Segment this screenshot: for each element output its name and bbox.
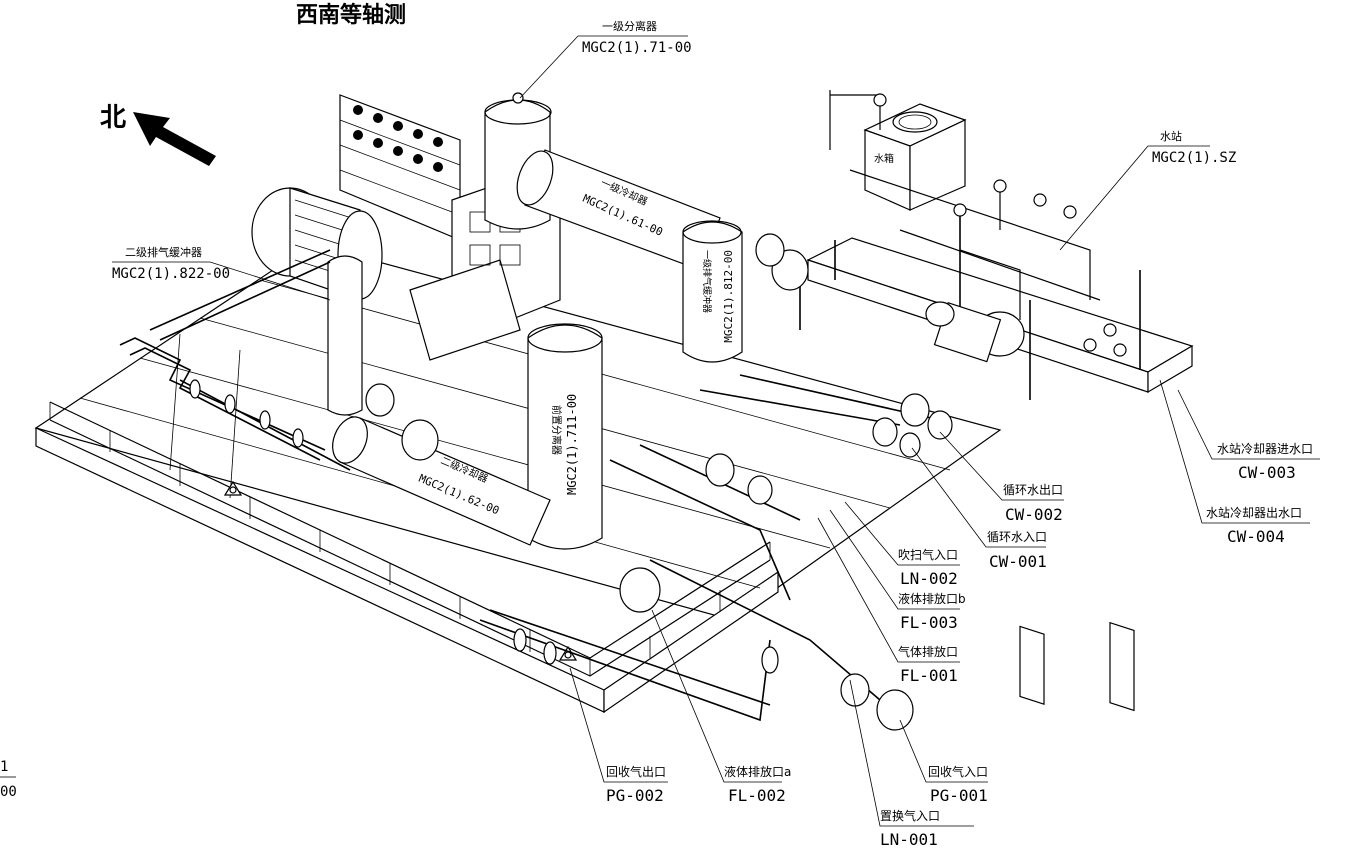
callout-name: 循环水入口 <box>987 530 1047 544</box>
callout-water-station: 水站 MGC2(1).SZ <box>1152 129 1236 166</box>
callout-code: MGC2(1).71-00 <box>582 40 692 56</box>
callout-code: CW-001 <box>989 552 1047 571</box>
callout-replace-in: 置换气入口 LN-001 <box>880 808 940 849</box>
callout-name: 一级分离器 <box>602 19 657 33</box>
callout-code: MGC2(1).822-00 <box>112 266 230 282</box>
callout-name: 水站冷却器出水口 <box>1206 506 1302 520</box>
callout-code: CW-004 <box>1227 527 1285 546</box>
callout-code: LN-001 <box>880 830 938 849</box>
callout-code: CW-002 <box>1005 505 1063 524</box>
callout-ws-cooler-out: 水站冷却器出水口 CW-004 <box>1206 506 1302 546</box>
edge-line1: 1 <box>0 759 8 775</box>
instrument-rack <box>339 94 461 241</box>
stage1-buffer: 一级排气缓冲器 MGC2(1).812-00 <box>682 220 743 363</box>
north-label: 北 <box>100 103 126 133</box>
callout-name: 水站 <box>1160 129 1182 143</box>
callout-name: 二级排气缓冲器 <box>125 245 202 259</box>
callout-ws-cooler-in: 水站冷却器进水口 CW-003 <box>1217 442 1313 482</box>
callout-code: CW-003 <box>1238 463 1296 482</box>
water-tank: 水箱 <box>863 103 967 211</box>
buffer1-name: 一级排气缓冲器 <box>701 250 713 313</box>
north-arrow: 北 <box>100 103 216 166</box>
stage2-buffer <box>327 255 363 416</box>
callout-liquid-drain-a: 液体排放口a FL-002 <box>724 764 791 805</box>
callout-liquid-drain-b: 液体排放口b FL-003 <box>898 591 966 632</box>
edge-fragment: 1 00 <box>0 759 17 800</box>
valve-icon <box>873 93 1127 357</box>
stage1-cooler: 一级冷却器 MGC2(1).61-00 <box>516 149 721 271</box>
callout-cw-out: 循环水出口 CW-002 <box>1003 483 1063 524</box>
callout-purge-in: 吹扫气入口 LN-002 <box>898 547 958 588</box>
leader-lines <box>0 35 1320 827</box>
main-skid-base <box>34 243 1002 714</box>
callout-code: FL-002 <box>728 786 786 805</box>
view-title: 西南等轴测 <box>296 2 406 28</box>
callout-name: 气体排放口 <box>898 644 958 659</box>
front-sep-code: MGC2(1).711-00 <box>565 394 579 495</box>
callout-code: PG-002 <box>606 786 664 805</box>
callout-name: 水站冷却器进水口 <box>1217 442 1313 456</box>
front-sep-name: 前置分离器 <box>550 405 563 455</box>
callout-gas-drain: 气体排放口 FL-001 <box>898 644 958 685</box>
lifting-lug <box>223 480 243 496</box>
callout-buffer2: 二级排气缓冲器 MGC2(1).822-00 <box>112 245 230 282</box>
callout-name: 回收气入口 <box>928 764 988 779</box>
callout-name: 吹扫气入口 <box>898 547 958 562</box>
callout-recycle-out: 回收气出口 PG-002 <box>606 764 666 805</box>
edge-line2: 00 <box>0 784 17 800</box>
callout-recycle-in: 回收气入口 PG-001 <box>928 764 988 805</box>
callout-code: MGC2(1).SZ <box>1152 150 1236 166</box>
pump-motor <box>925 301 1025 363</box>
callout-cw-in: 循环水入口 CW-001 <box>987 530 1047 571</box>
north-arrow-icon <box>133 112 216 166</box>
callout-name: 循环水出口 <box>1003 483 1063 497</box>
piping <box>119 249 941 722</box>
callout-name: 回收气出口 <box>606 764 666 779</box>
tank-label: 水箱 <box>874 152 894 165</box>
callout-name: 液体排放口a <box>724 764 791 779</box>
stage2-cooler: 二级冷却器 MGC2(1).62-00 <box>332 416 551 546</box>
callout-name: 液体排放口b <box>898 591 966 606</box>
pipe-flange <box>189 233 953 731</box>
front-separator: 前置分离器 MGC2(1).711-00 <box>527 323 603 550</box>
callout-separator1: 一级分离器 MGC2(1).71-00 <box>582 19 692 56</box>
callout-code: FL-003 <box>900 613 958 632</box>
callout-code: FL-001 <box>900 666 958 685</box>
callout-name: 置换气入口 <box>880 808 940 823</box>
callout-code: LN-002 <box>900 569 958 588</box>
callout-code: PG-001 <box>930 786 988 805</box>
buffer1-code: MGC2(1).812-00 <box>722 250 735 343</box>
water-station-skid: 水箱 <box>806 90 1194 712</box>
